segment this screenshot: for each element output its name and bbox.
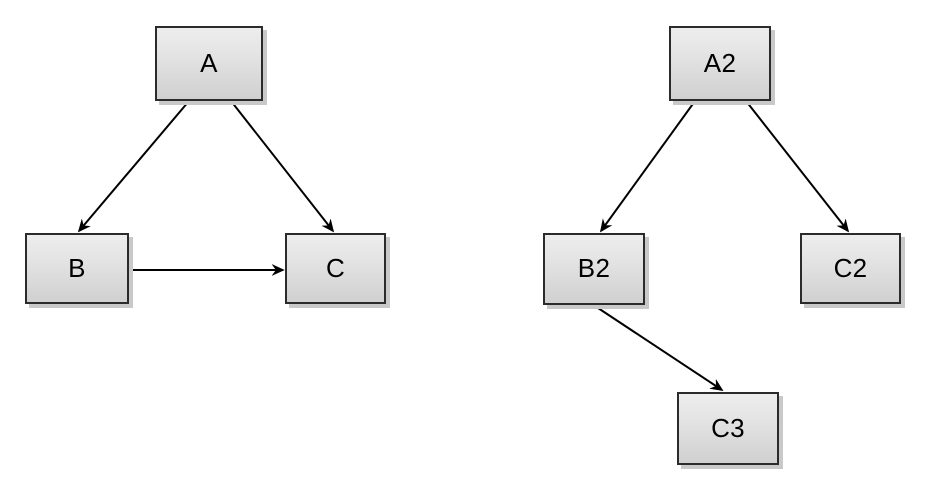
node-label-c: C [325, 252, 346, 283]
edge-a2-to-c2[interactable] [745, 100, 848, 231]
node-a[interactable]: A [155, 26, 263, 101]
node-c3[interactable]: C3 [677, 392, 779, 465]
edge-a-to-b[interactable] [79, 100, 190, 231]
edge-b2-to-c3[interactable] [594, 305, 722, 390]
node-label-b2: B2 [577, 253, 611, 283]
node-label-b: B [68, 252, 86, 283]
node-c2[interactable]: C2 [800, 233, 901, 304]
node-b2[interactable]: B2 [543, 233, 645, 305]
node-label-a: A [200, 47, 218, 78]
node-b[interactable]: B [25, 233, 129, 304]
edges-group [79, 100, 848, 390]
node-label-c3: C3 [711, 412, 745, 443]
node-c[interactable]: C [285, 233, 386, 304]
edge-a2-to-b2[interactable] [601, 100, 696, 231]
node-label-a2: A2 [703, 47, 737, 78]
node-label-c2: C2 [833, 252, 868, 283]
edge-a-to-c[interactable] [230, 100, 333, 231]
node-a2[interactable]: A2 [669, 26, 771, 101]
